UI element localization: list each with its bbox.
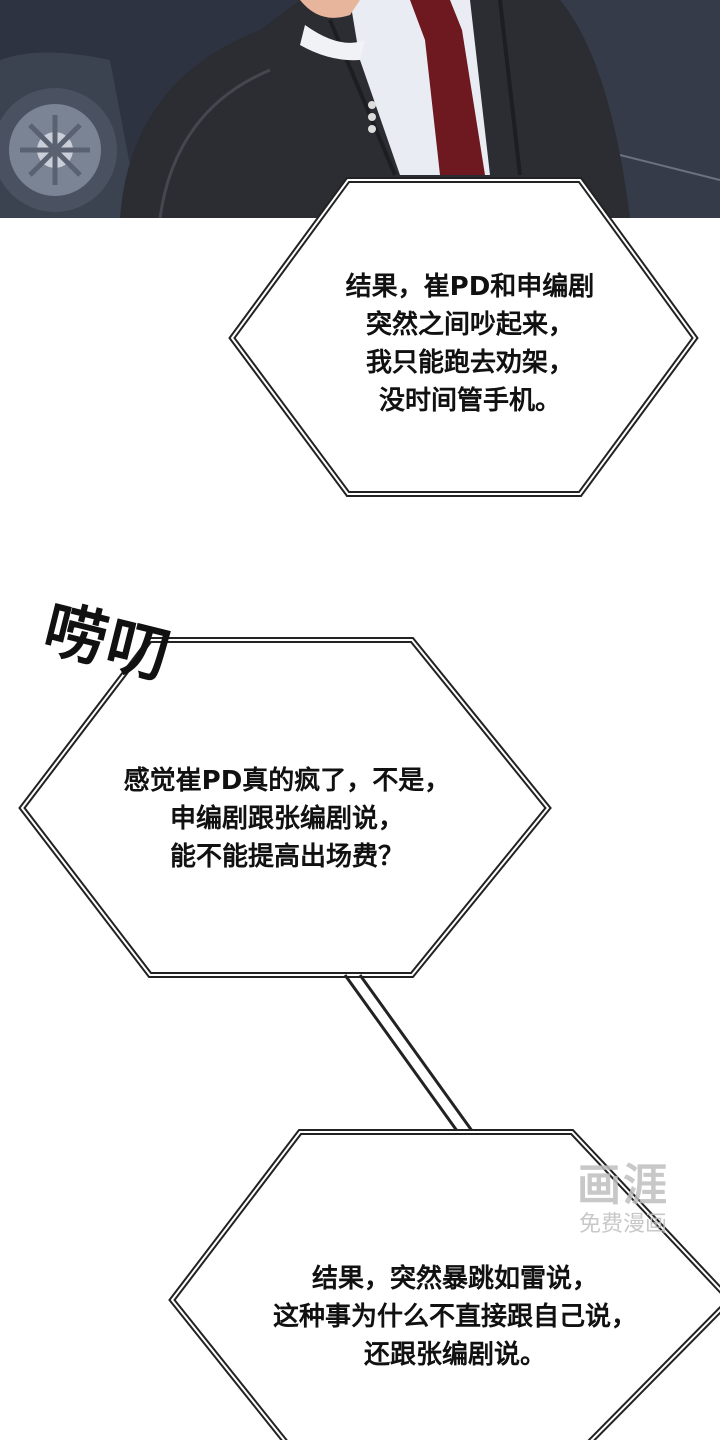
bubble-1-line: 突然之间吵起来， [365, 310, 574, 340]
bubble-3-line: 还跟张编剧说。 [363, 1340, 546, 1370]
bubble-3-text: 结果，突然暴跳如雷说， 这种事为什么不直接跟自己说， 还跟张编剧说。 [205, 1260, 705, 1374]
bubble-2-line: 申编剧跟张编剧说， [169, 804, 404, 834]
comic-panel-top [0, 0, 720, 218]
bubble-1-line: 结果，崔PD和申编剧 [345, 272, 595, 302]
bubble-3-line: 这种事为什么不直接跟自己说， [272, 1302, 637, 1332]
bubble-1-line: 没时间管手机。 [378, 386, 561, 416]
bubble-3-line: 结果，突然暴跳如雷说， [311, 1264, 598, 1294]
suit-figure-illustration [0, 0, 720, 218]
bubble-2-line: 能不能提高出场费？ [169, 842, 404, 872]
watermark-logo: 画涯 [577, 1160, 669, 1211]
bubble-2-line: 感觉崔PD真的疯了，不是， [123, 766, 451, 796]
watermark-subtitle: 免费漫画 [578, 1212, 667, 1237]
bubble-connector [343, 974, 477, 1136]
bubble-1-text: 结果，崔PD和申编剧 突然之间吵起来， 我只能跑去劝架， 没时间管手机。 [290, 268, 650, 420]
bubble-1-line: 我只能跑去劝架， [365, 348, 574, 378]
watermark: 画涯 免费漫画 [558, 1160, 688, 1238]
bubble-2-text: 感觉崔PD真的疯了，不是， 申编剧跟张编剧说， 能不能提高出场费？ [72, 762, 502, 876]
